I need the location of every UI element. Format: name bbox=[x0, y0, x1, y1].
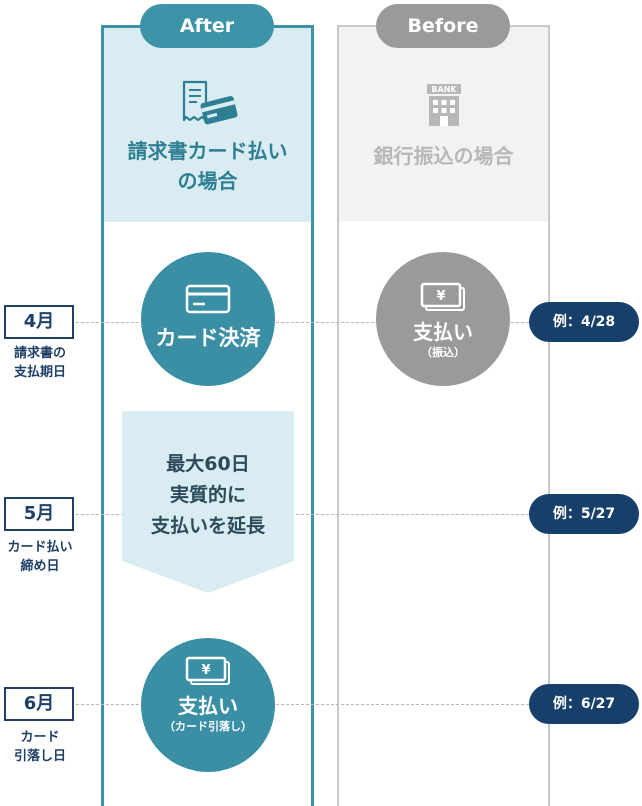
month-june-label: カード 引落し日 bbox=[0, 728, 80, 766]
month-april-label: 請求書の 支払期日 bbox=[0, 344, 80, 382]
after-header-panel bbox=[104, 28, 311, 222]
month-may-box: 5月 bbox=[4, 497, 74, 531]
after-badge: After bbox=[140, 4, 274, 48]
credit-card-icon bbox=[185, 284, 231, 314]
card-withdrawal-sublabel: （カード引落し） bbox=[164, 720, 252, 733]
example-date-june: 例：6/27 bbox=[529, 684, 639, 724]
extension-arrow bbox=[122, 411, 294, 593]
extension-text: 最大60日 実質的に 支払いを延長 bbox=[122, 449, 294, 542]
example-date-may: 例：5/27 bbox=[529, 494, 639, 534]
bank-transfer-label: 支払い bbox=[413, 320, 473, 344]
month-june-label-line1: カード bbox=[20, 730, 60, 745]
yen-banknote-icon: ¥ bbox=[185, 656, 230, 685]
month-may-label: カード払い 締め日 bbox=[0, 538, 80, 576]
extension-line2: 実質的に bbox=[169, 484, 246, 506]
bank-sign-text: BANK bbox=[431, 85, 457, 94]
timeline-line-april bbox=[76, 322, 529, 323]
timeline-line-may bbox=[76, 514, 529, 515]
svg-text:¥: ¥ bbox=[436, 289, 445, 304]
month-april-label-line2: 支払期日 bbox=[13, 365, 66, 380]
after-title-line2: の場合 bbox=[177, 169, 238, 193]
month-june-label-line2: 引落し日 bbox=[13, 749, 66, 764]
month-may-label-line1: カード払い bbox=[7, 540, 73, 555]
month-june-box: 6月 bbox=[4, 687, 74, 721]
bank-building-icon: BANK bbox=[427, 84, 461, 126]
after-column bbox=[101, 25, 314, 806]
card-withdrawal-circle: ¥ 支払い （カード引落し） bbox=[141, 638, 275, 772]
bank-transfer-circle: ¥ 支払い （振込） bbox=[376, 252, 510, 386]
month-april-box: 4月 bbox=[4, 305, 74, 339]
month-may-label-line2: 締め日 bbox=[20, 559, 60, 574]
yen-banknote-icon: ¥ bbox=[420, 282, 465, 311]
extension-line1: 最大60日 bbox=[166, 453, 250, 475]
after-title-line1: 請求書カード払い bbox=[127, 139, 288, 163]
example-date-april: 例：4/28 bbox=[529, 302, 639, 342]
before-badge: Before bbox=[376, 4, 510, 48]
card-payment-circle: カード決済 bbox=[141, 252, 275, 386]
extension-line3: 支払いを延長 bbox=[150, 515, 265, 537]
after-title: 請求書カード払い の場合 bbox=[101, 136, 314, 196]
invoice-card-icon bbox=[182, 80, 238, 125]
month-april-label-line1: 請求書の bbox=[13, 346, 66, 361]
before-title: 銀行振込の場合 bbox=[373, 144, 514, 168]
svg-text:¥: ¥ bbox=[201, 663, 210, 678]
timeline-line-june bbox=[76, 704, 529, 705]
bank-transfer-sublabel: （振込） bbox=[421, 346, 465, 359]
card-withdrawal-label: 支払い bbox=[178, 694, 238, 718]
card-payment-label: カード決済 bbox=[155, 326, 261, 350]
